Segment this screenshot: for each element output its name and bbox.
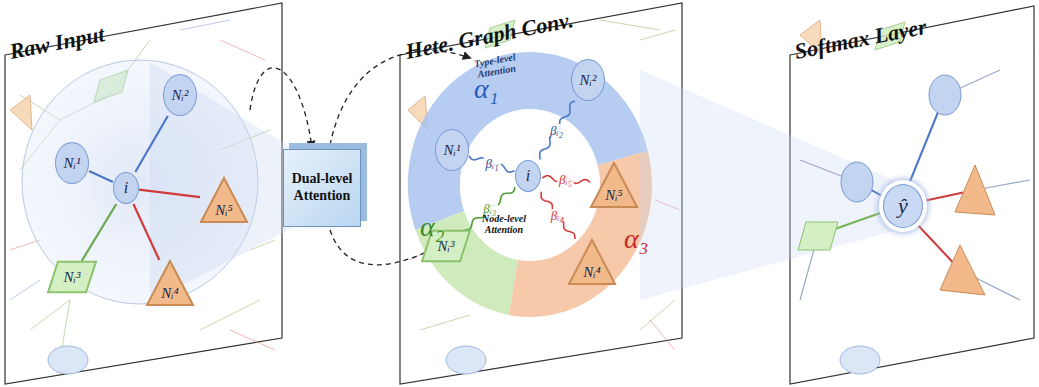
node-level-area — [460, 109, 600, 261]
shape-outline — [201, 178, 247, 222]
edge-weight: βᵢ₄ — [549, 209, 566, 222]
node-label: ŷ — [898, 195, 908, 217]
edge-weight: βᵢ₂ — [548, 124, 565, 137]
attention-caption: Node-level Attention — [476, 214, 532, 235]
type-weight: α₁ — [474, 74, 498, 103]
node-label: Nᵢ¹ — [444, 143, 461, 158]
graph-node: Nᵢ⁵ — [200, 177, 248, 223]
type-weight: α₂ — [420, 212, 444, 241]
node-label: Nᵢ⁴ — [161, 286, 179, 301]
graph-node: ŷ — [883, 184, 923, 228]
attention-link — [541, 192, 575, 239]
node-label: Nᵢ² — [172, 88, 189, 103]
graph-node: i — [113, 172, 139, 204]
edge-weight: βᵢ₅ — [557, 173, 574, 186]
type-weight: α₃ — [624, 224, 648, 253]
attention-link — [540, 101, 575, 160]
node-label: Nᵢ³ — [64, 270, 81, 285]
panel-frame — [400, 3, 682, 384]
shape-outline — [147, 261, 193, 305]
graph-node: Nᵢ¹ — [55, 142, 89, 184]
shape-outline — [591, 163, 637, 207]
background-graph — [408, 20, 680, 374]
dashed-arrow — [250, 68, 312, 148]
graph-node: Nᵢ⁵ — [590, 162, 638, 208]
node-label: i — [124, 180, 128, 196]
graph-node: Nᵢ⁴ — [568, 239, 616, 285]
projection-cone — [640, 70, 905, 300]
graph-node: Nᵢ² — [163, 74, 197, 116]
node-label: i — [526, 168, 530, 184]
shape-outline — [48, 262, 96, 293]
graph-node: Nᵢ³ — [47, 261, 97, 293]
graph-node: Nᵢ¹ — [435, 129, 469, 171]
output-graph — [798, 20, 1030, 374]
graph-edge — [82, 204, 117, 261]
node-label: Dual-level Attention — [289, 171, 355, 205]
attention-link — [469, 156, 515, 172]
edge-weight: βᵢ₁ — [483, 157, 500, 170]
graph-node: Nᵢ⁴ — [146, 260, 194, 306]
shape-outline — [569, 240, 615, 284]
node-label: Nᵢ⁴ — [583, 265, 601, 280]
graph-node: Nᵢ² — [571, 59, 605, 101]
graph-edge — [135, 116, 168, 172]
node-label: Nᵢ¹ — [64, 156, 81, 171]
graph-edge — [139, 190, 200, 198]
attention-ring — [408, 52, 652, 317]
graph-edge — [89, 171, 113, 182]
node-label: Nᵢ⁵ — [215, 203, 233, 218]
node-label: Nᵢ⁵ — [605, 188, 623, 203]
graph-edge — [133, 204, 159, 260]
graph-node: i — [515, 160, 541, 192]
node-label: Nᵢ² — [580, 73, 597, 88]
receptive-field — [22, 60, 258, 304]
attention-module: Dual-level Attention — [283, 149, 361, 227]
